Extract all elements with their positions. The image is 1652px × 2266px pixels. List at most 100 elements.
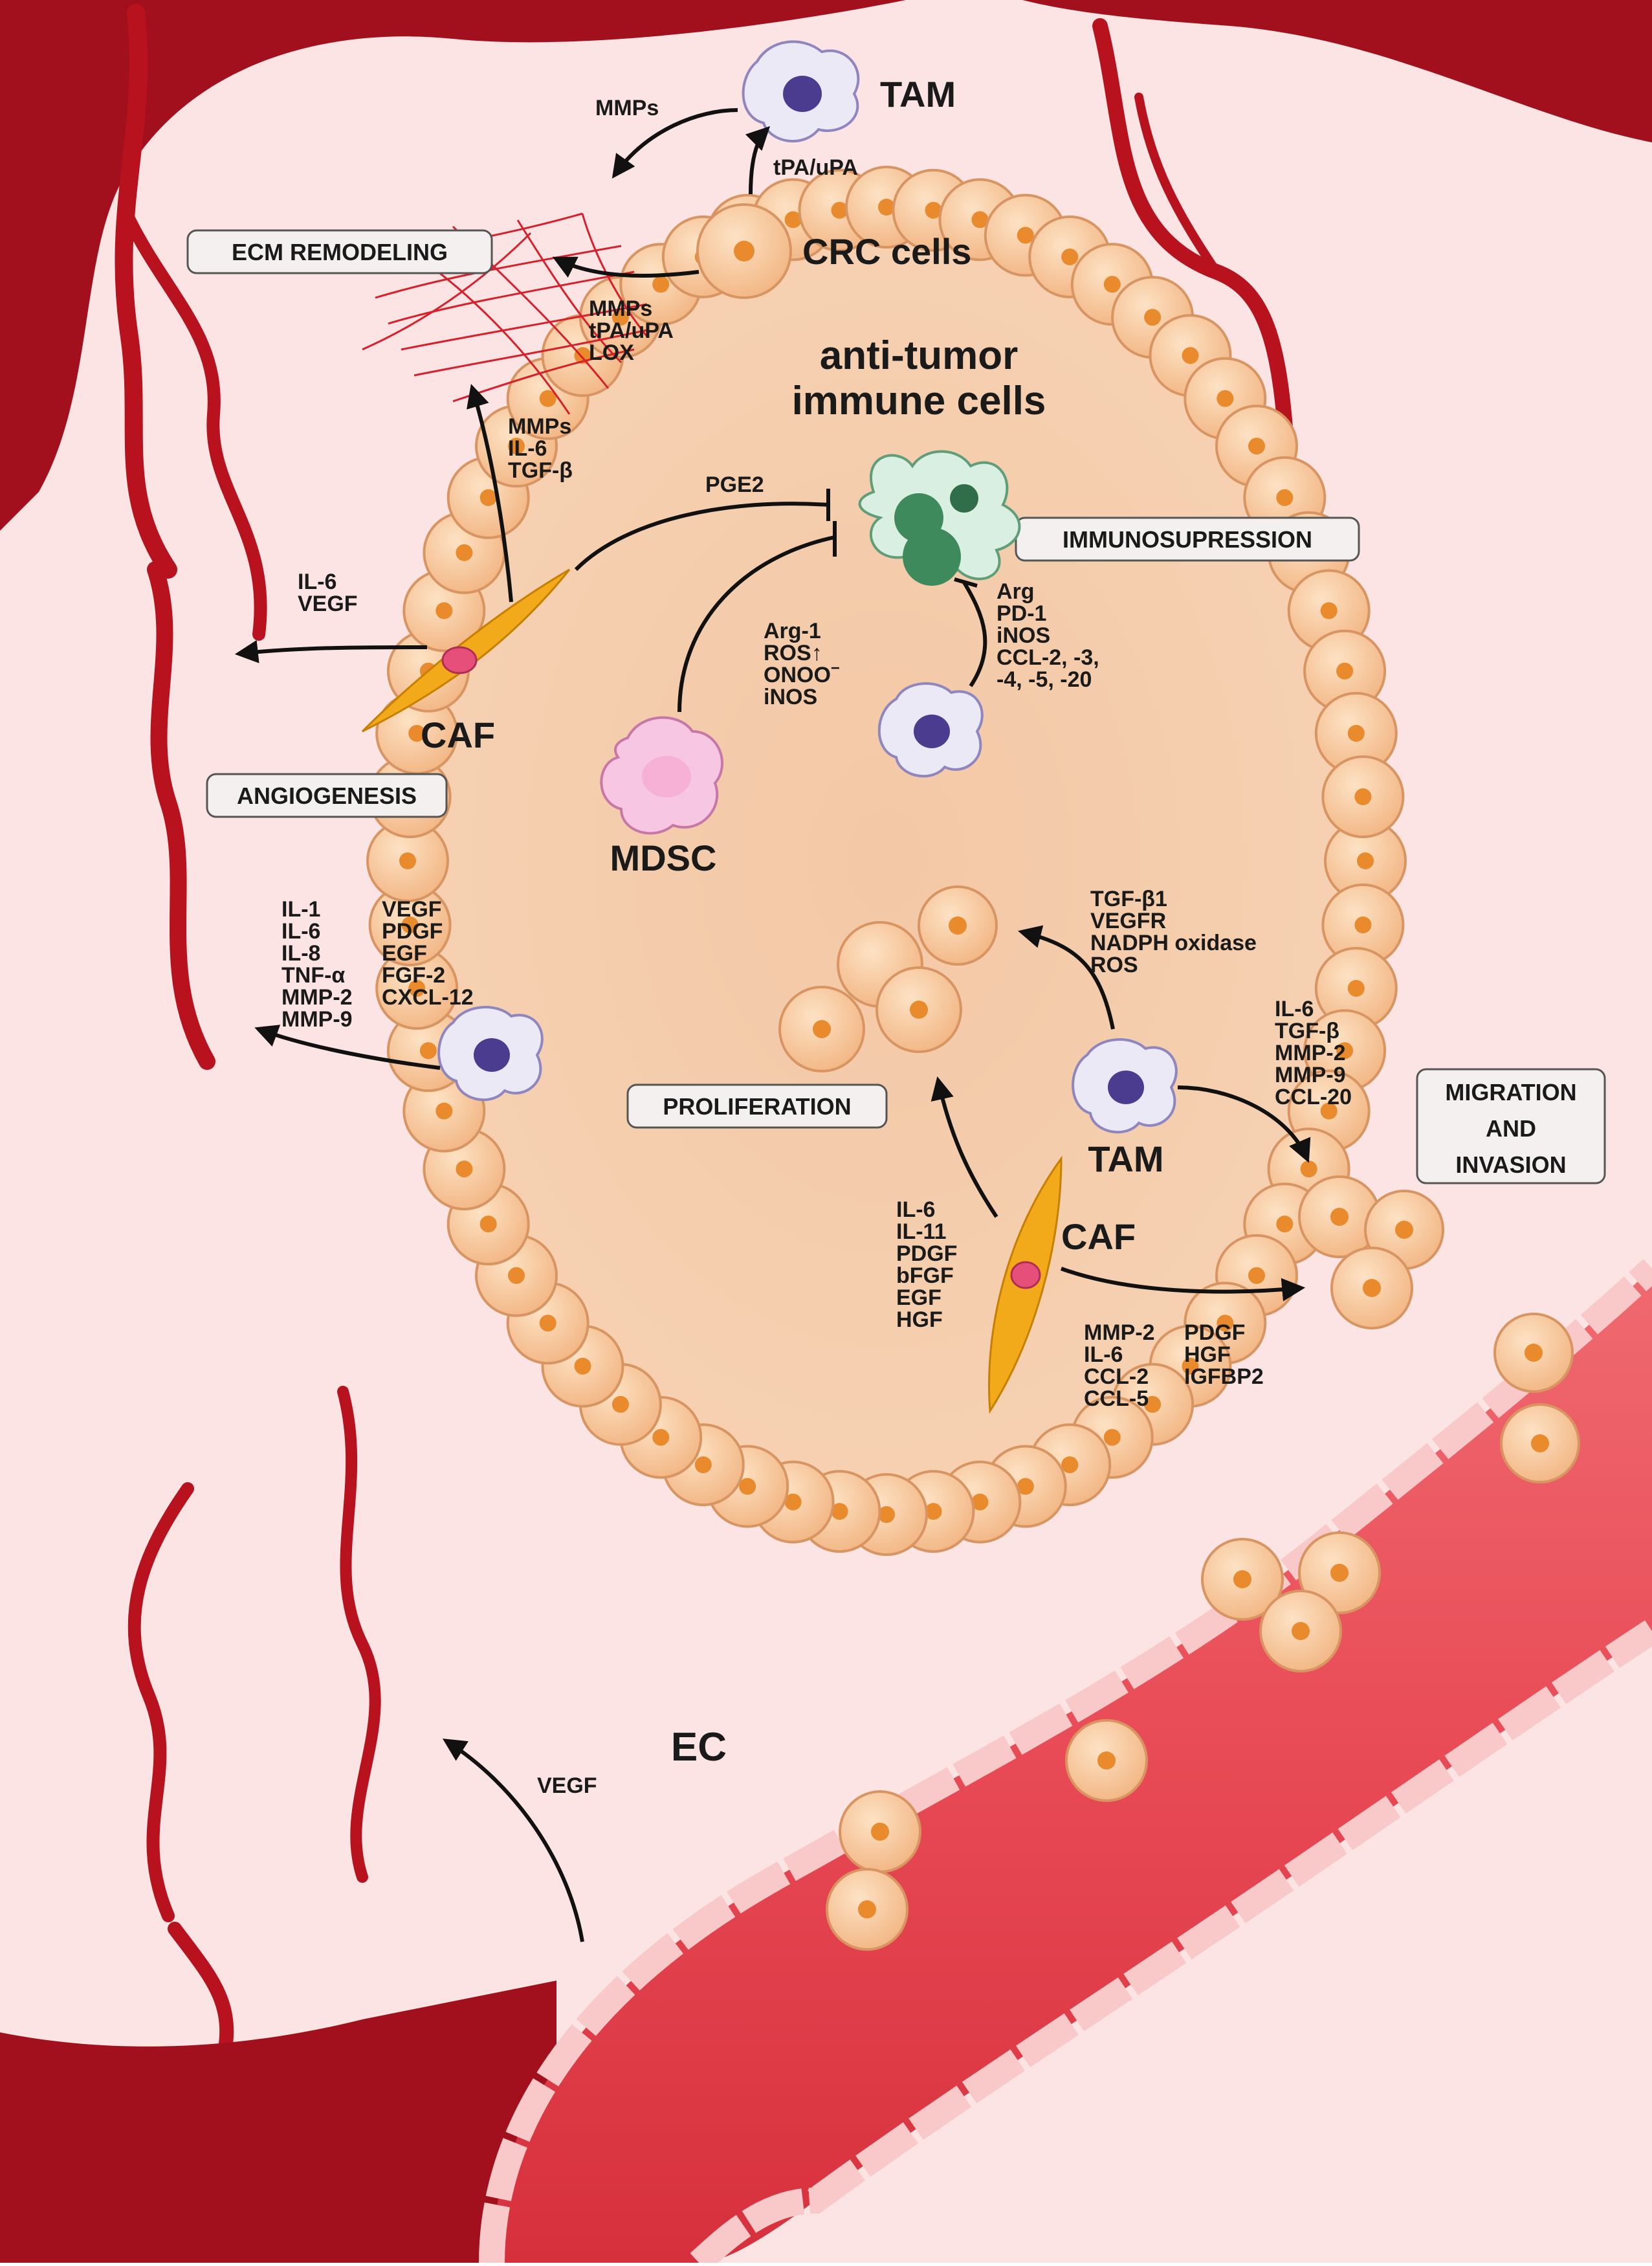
tumor-rim-cell-nucleus — [401, 916, 419, 933]
factor-tpa-upa-top: tPA/uPA — [773, 155, 858, 180]
tumor-rim-cell-nucleus — [1336, 1042, 1354, 1060]
factor-text: CCL-5 — [1084, 1386, 1149, 1411]
factors-mdsc: Arg-1 ROS↑ ONOO− iNOS — [764, 619, 840, 709]
factor-text: tPA/uPA — [589, 318, 674, 343]
tam-right-label: TAM — [1088, 1139, 1163, 1179]
factor-vegf-ec: VEGF — [537, 1773, 597, 1798]
factor-text: IL-6 — [1275, 997, 1314, 1021]
factors-caf-to-vessel: IL-6 VEGF — [298, 570, 358, 616]
tumor-rim-cell-nucleus — [784, 1493, 802, 1511]
migration-label-3: INVASION — [1455, 1151, 1566, 1178]
angiogenesis-label: ANGIOGENESIS — [237, 783, 417, 809]
migration-label-2: AND — [1486, 1115, 1536, 1142]
tumor-rim-cell-nucleus — [408, 725, 426, 742]
tumor-rim-cell-nucleus — [1144, 309, 1162, 326]
tumor-rim-cell-nucleus — [1182, 1357, 1199, 1375]
proliferation-box: PROLIFERATION — [626, 1083, 888, 1129]
proliferation-label: PROLIFERATION — [663, 1093, 851, 1120]
tumor-rim-cell-nucleus — [831, 201, 848, 219]
angiogenesis-box: ANGIOGENESIS — [206, 773, 448, 818]
tumor-rim-cell-nucleus — [456, 1161, 473, 1178]
factor-text: PD-1 — [997, 601, 1046, 626]
tumor-rim-cell-nucleus — [611, 1395, 629, 1413]
tumor-rim-cell-nucleus — [419, 1042, 437, 1060]
tam-right — [1072, 1038, 1178, 1134]
factors-tam-angiogenesis-col1: IL-1 IL-6 IL-8 TNF-α MMP-2 MMP-9 — [281, 897, 353, 1032]
factor-text: PDGF — [896, 1241, 957, 1266]
tumor-rim-cell-nucleus — [1276, 1216, 1294, 1233]
tumor-rim-cell-nucleus — [1354, 788, 1372, 805]
tumor-rim-cell-nucleus — [1017, 227, 1034, 244]
factors-tam-proliferation: TGF-β1 VEGFR NADPH oxidase ROS — [1090, 887, 1257, 977]
factors-tam-angiogenesis-col2: VEGF PDGF EGF FGF-2 CXCL-12 — [382, 897, 474, 1010]
factor-text: NADPH oxidase — [1090, 931, 1257, 955]
caf-left — [361, 568, 571, 733]
factor-text: IL-6 — [508, 436, 547, 461]
tumor-rim-cell-nucleus — [831, 1503, 848, 1520]
tumor-rim-cell-nucleus — [1347, 725, 1365, 742]
tumor-rim-cell-nucleus — [1347, 980, 1365, 997]
tumor-rim-cell-nucleus — [739, 1478, 756, 1495]
blood-vessel-top — [0, 0, 906, 531]
proliferating-cells — [778, 885, 998, 1072]
tumor-rim-cell-nucleus — [539, 1315, 556, 1332]
ecm-remodeling-label: ECM REMODELING — [232, 239, 448, 265]
factor-text: TGF-β1 — [1090, 887, 1167, 911]
factor-text: iNOS — [764, 685, 817, 709]
factors-caf-migration-col1: MMP-2 IL-6 CCL-2 CCL-5 — [1084, 1320, 1155, 1411]
tumor-rim-cell-nucleus — [971, 1493, 989, 1511]
tumor-rim-cell-nucleus — [1103, 1428, 1121, 1446]
factor-mmps-top: MMPs — [595, 96, 659, 120]
factor-ros: ROS↑ — [764, 641, 822, 665]
tumor-rim-cell-nucleus — [652, 276, 670, 293]
tumor-rim-cell-nucleus — [878, 1506, 895, 1523]
caf-right — [987, 1155, 1063, 1414]
anti-tumor-immune-cells — [858, 450, 1021, 586]
tumor-rim-cell-nucleus — [456, 544, 473, 561]
tumor-rim-cell-nucleus — [1357, 852, 1374, 869]
factor-text: MMP-9 — [281, 1007, 353, 1032]
factors-crc-to-ecm: MMPs tPA/uPA LOX — [589, 296, 674, 365]
factor-onoo: ONOO− — [764, 660, 840, 687]
factor-ros-text: ROS — [764, 641, 811, 665]
factor-pge2: PGE2 — [705, 472, 764, 497]
factor-text: Arg-1 — [764, 619, 821, 643]
factor-onoo-text: ONOO — [764, 663, 831, 687]
blood-vessel-bottom-left — [0, 1981, 556, 2263]
tumor-rim-cell-nucleus — [539, 390, 556, 407]
factor-text: TNF-α — [281, 963, 345, 988]
tumor-rim-cell-nucleus — [1061, 248, 1079, 265]
tumor-rim-cell-nucleus — [1300, 1161, 1317, 1178]
factor-text: TGF-β — [508, 458, 573, 483]
factor-text: CXCL-12 — [382, 985, 474, 1010]
tam-center — [877, 682, 984, 778]
factors-tam-suppress: Arg PD-1 iNOS CCL-2, -3, -4, -5, -20 — [997, 579, 1099, 692]
migrating-cells — [1298, 1175, 1444, 1329]
caf-right-label: CAF — [1061, 1216, 1136, 1257]
factor-text: IL-6 — [298, 570, 336, 594]
factors-tam-migration: IL-6 TGF-β MMP-2 MMP-9 CCL-20 — [1275, 997, 1352, 1109]
factor-text: VEGFR — [1090, 909, 1166, 933]
factor-text: EGF — [896, 1285, 942, 1310]
factor-text: IL-6 — [896, 1197, 935, 1222]
blood-vessel-top-right — [1022, 0, 1652, 142]
factor-text: VEGF — [382, 897, 442, 922]
tumor-rim-cell-nucleus — [652, 1428, 670, 1446]
factor-text: EGF — [382, 941, 427, 966]
factor-text: IL-11 — [896, 1219, 946, 1244]
immunosupression-label: IMMUNOSUPRESSION — [1063, 526, 1312, 553]
tumor-rim-cell-nucleus — [1217, 390, 1234, 407]
anti-tumor-label-1: anti-tumor — [820, 333, 1019, 378]
tumor-rim-cell-nucleus — [1248, 438, 1265, 455]
tumor-rim-cell-nucleus — [435, 1102, 453, 1120]
factor-text: FGF-2 — [382, 963, 445, 988]
circulating-tumor-cells — [826, 1313, 1580, 1951]
tumor-rim-cell-nucleus — [925, 201, 942, 219]
arrows — [234, 108, 1311, 1942]
factor-text: CCL-20 — [1275, 1085, 1352, 1109]
tumor-rim-cell-nucleus — [508, 438, 525, 455]
factor-text: IL-1 — [281, 897, 320, 922]
tumor-rim-cell-nucleus — [1320, 602, 1338, 619]
factor-text: IL-6 — [281, 919, 320, 944]
